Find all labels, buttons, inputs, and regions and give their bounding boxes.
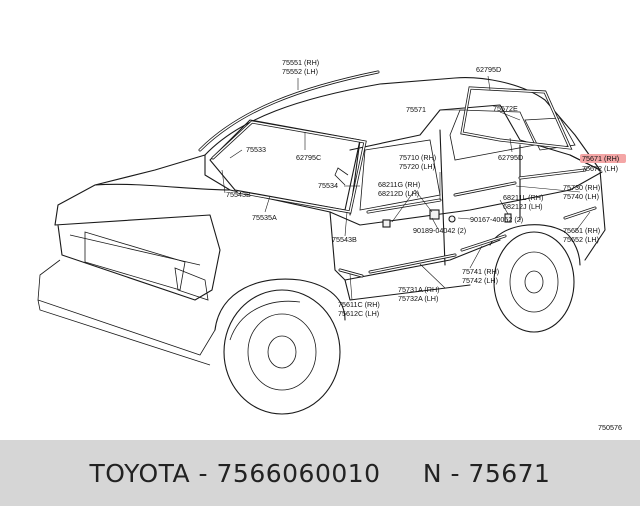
label-roof-lh: 75552 (LH): [282, 67, 318, 76]
label-fender-rear-lh: 75652 (LH): [563, 235, 599, 244]
leader-lines: [221, 75, 591, 301]
figure-number: 750576: [598, 423, 622, 432]
part-number-footer: TOYOTA - 7566060010 N - 75671: [0, 440, 640, 506]
label-windshield: 75533: [246, 145, 266, 154]
label-clip-d-lh: 68212D (LH): [378, 189, 419, 198]
label-rear-window-moulding-e: 75572E: [493, 104, 518, 113]
label-roof-rh: 75551 (RH): [282, 58, 319, 67]
label-rear-window-moulding: 75571: [406, 105, 426, 114]
parts-diagram: 75551 (RH) 75552 (LH) 62795D 75571 75572…: [37, 58, 626, 432]
roof-drip-moulding: [198, 70, 380, 152]
label-belt-front-rh: 75710 (RH): [399, 153, 436, 162]
car-body: [37, 77, 606, 415]
label-door-rear-rh: 75741 (RH): [462, 267, 499, 276]
label-door-rear-lh: 75742 (LH): [462, 276, 498, 285]
rear-belt-moulding: [453, 181, 517, 197]
label-fender-front-rh: 75611C (RH): [338, 300, 380, 309]
clip-part: [429, 209, 440, 220]
label-clip-top: 62795D: [476, 65, 501, 74]
label-clip-g-rh: 68211G (RH): [378, 180, 420, 189]
front-door-moulding: [368, 253, 457, 274]
label-door-front-lh: 75732A (LH): [398, 294, 438, 303]
front-belt-moulding: [366, 198, 442, 214]
label-cowl: 75535A: [252, 213, 277, 222]
label-fender-front-lh: 75612C (LH): [338, 309, 379, 318]
label-belt-rear-rh: 75730 (RH): [563, 183, 600, 192]
label-clip-j-lh: 68212J (LH): [503, 202, 543, 211]
clip-part: [448, 215, 456, 223]
car-illustration: 75551 (RH) 75552 (LH) 62795D 75571 75572…: [37, 58, 626, 432]
label-clip-90189: 90189-04042 (2): [413, 226, 466, 235]
label-pillar-b: 75543B: [226, 190, 251, 199]
windshield-moulding: [211, 120, 367, 214]
highlight-box: [580, 154, 626, 163]
label-fender-rear-rh: 75651 (RH): [563, 226, 600, 235]
label-door-front-rh: 75731A (RH): [398, 285, 440, 294]
clip-part: [382, 219, 391, 228]
label-belt-rear-lh: 75740 (LH): [563, 192, 599, 201]
label-quarter-lh: 75672 (LH): [582, 164, 618, 173]
label-pillar-b2: 75543B: [332, 235, 357, 244]
label-clip-90167: 90167-40052 (2): [470, 215, 523, 224]
label-pillar-a: 75534: [318, 181, 338, 190]
part-number-text: TOYOTA - 7566060010 N - 75671: [89, 458, 551, 488]
rear-fender-moulding: [563, 206, 597, 220]
front-fender-moulding: [338, 268, 364, 278]
label-clip-l-rh: 68211L (RH): [503, 193, 543, 202]
label-quarter-rh: 75671 (RH): [582, 154, 619, 163]
rear-door-moulding: [460, 234, 507, 252]
part-labels: 75551 (RH) 75552 (LH) 62795D 75571 75572…: [226, 58, 626, 432]
label-clip-d2: 62795D: [498, 153, 523, 162]
label-clip-c: 62795C: [296, 153, 321, 162]
label-belt-front-lh: 75720 (LH): [399, 162, 435, 171]
rear-window-moulding: [460, 86, 573, 150]
quarter-moulding: [518, 168, 587, 180]
